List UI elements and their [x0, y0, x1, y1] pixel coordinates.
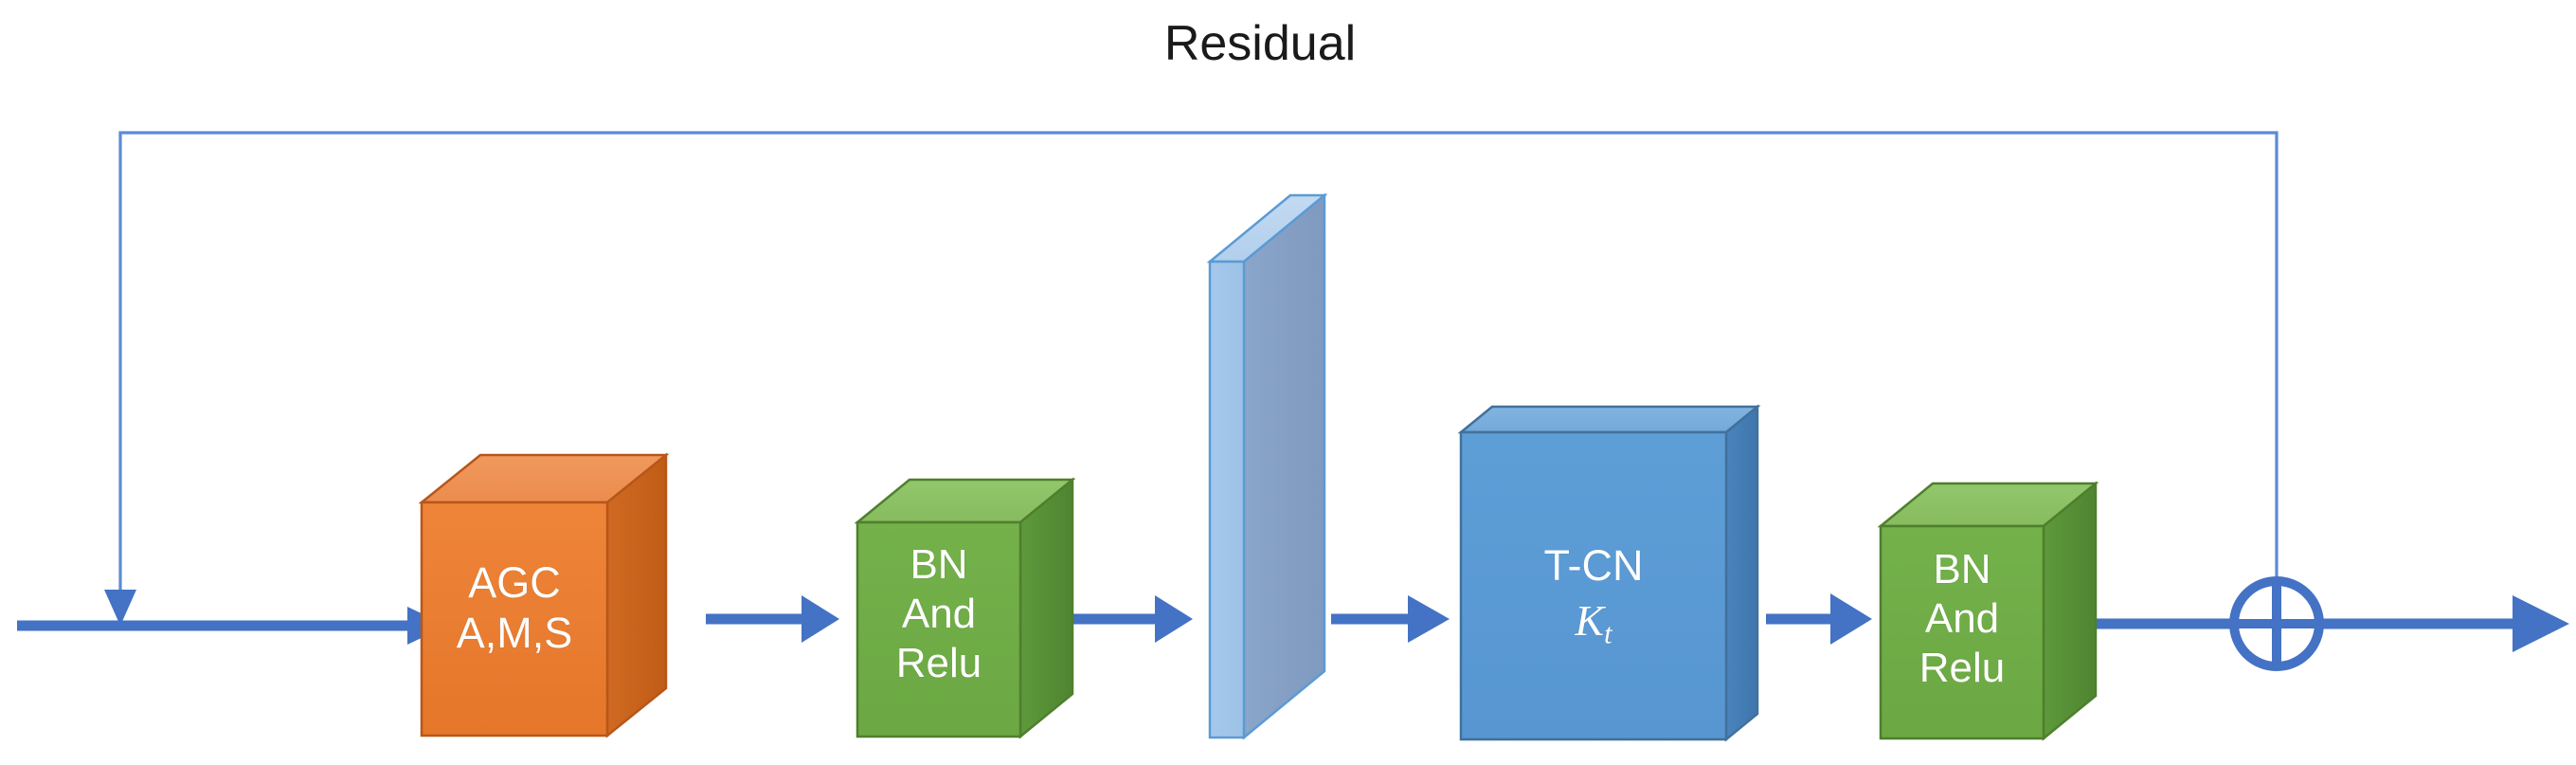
bn1-front-face	[856, 520, 1022, 738]
bn-and-relu-block-1[interactable]	[854, 477, 1076, 739]
output-arrowhead-icon	[2513, 595, 2569, 652]
bn2-side-face	[2042, 481, 2098, 741]
tcn-side-face	[1724, 404, 1759, 742]
sum-operator[interactable]	[2229, 576, 2324, 671]
residual-skip-connection	[104, 131, 2279, 626]
feature-map-slab[interactable]	[1206, 192, 1328, 740]
flow-arrows	[17, 593, 2569, 652]
arrow-tcn-to-bn2-head-icon	[1830, 593, 1872, 645]
residual-line	[118, 131, 2279, 624]
arrow-agc-to-bn1-head-icon	[802, 595, 839, 643]
bn1-side-face	[1018, 477, 1074, 739]
slab-front-face	[1208, 260, 1246, 739]
arrow-slab-to-tcn-head-icon	[1408, 595, 1450, 643]
residual-label: Residual	[1163, 16, 1357, 71]
bn2-front-face	[1879, 524, 2045, 740]
bn-and-relu-block-2[interactable]	[1877, 481, 2099, 741]
tcn-front-face	[1459, 430, 1728, 741]
agc-side-face	[605, 452, 668, 738]
arrow-bn1-to-slab-head-icon	[1155, 595, 1193, 643]
tcn-top-face	[1457, 405, 1761, 434]
agc-front-face	[420, 501, 609, 738]
residual-arrowhead-icon	[104, 590, 136, 626]
agc-block[interactable]	[418, 452, 670, 738]
t-cn-block[interactable]	[1457, 404, 1761, 742]
slab-side-face	[1242, 192, 1326, 740]
